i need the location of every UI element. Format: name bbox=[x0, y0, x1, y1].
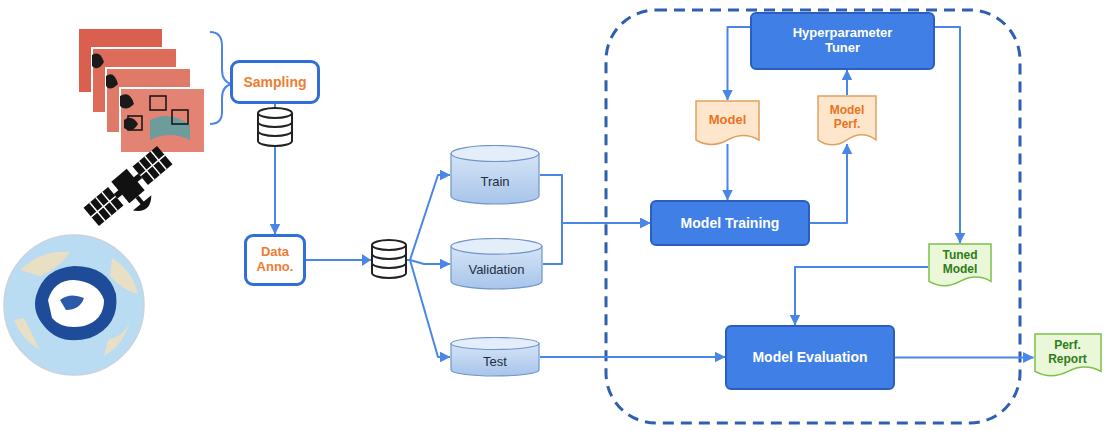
document-shape: Model Perf. bbox=[817, 95, 877, 151]
satellite-icon bbox=[82, 144, 183, 239]
database-icon bbox=[372, 240, 406, 278]
process-box: Sampling bbox=[230, 60, 320, 104]
process-box: Data Anno. bbox=[244, 234, 306, 286]
flow-arrow bbox=[540, 175, 650, 223]
text-block: Perf. Report bbox=[1038, 339, 1098, 367]
flow-arrow bbox=[727, 144, 729, 200]
process-box: Hyperparameter Tuner bbox=[750, 12, 935, 70]
node-label: Train bbox=[480, 175, 509, 190]
text-block: Sampling bbox=[243, 74, 306, 90]
cylinder-top bbox=[451, 146, 539, 162]
flow-arrow bbox=[935, 27, 960, 243]
document-shape: Model bbox=[695, 100, 760, 150]
node-label: Model bbox=[709, 113, 747, 128]
dashed-region bbox=[606, 10, 1020, 423]
node-label: Tuned Model bbox=[932, 249, 988, 277]
flow-arrow bbox=[846, 70, 848, 95]
flow-arrow bbox=[895, 357, 1034, 359]
process-box: Model Evaluation bbox=[725, 325, 895, 390]
document-shape: Tuned Model bbox=[928, 243, 992, 291]
flow-arrow bbox=[540, 356, 725, 358]
text-block: Validation bbox=[468, 263, 524, 278]
document-body bbox=[929, 244, 991, 286]
text-block: Train bbox=[480, 175, 509, 190]
dataset-cylinder: Train bbox=[450, 145, 540, 205]
node-label: Sampling bbox=[243, 74, 306, 90]
text-block: Hyperparameter Tuner bbox=[784, 26, 902, 56]
node-label: Validation bbox=[468, 263, 524, 278]
text-block: Model Perf. bbox=[821, 104, 873, 132]
flow-arrow bbox=[543, 223, 650, 264]
node-label: Model Evaluation bbox=[752, 349, 867, 365]
globe-illustration bbox=[4, 235, 144, 375]
node-label: Model Perf. bbox=[821, 104, 873, 132]
node-label: Test bbox=[483, 355, 507, 370]
document-shape: Perf. Report bbox=[1034, 333, 1102, 381]
text-block: Model Evaluation bbox=[752, 349, 867, 365]
document-body bbox=[1035, 334, 1101, 376]
text-block: Model Training bbox=[681, 215, 780, 231]
cylinder-top bbox=[451, 338, 539, 350]
flow-arrow bbox=[795, 267, 928, 325]
node-label: Hyperparameter Tuner bbox=[784, 26, 902, 56]
flow-arrow bbox=[306, 175, 450, 260]
document-body bbox=[696, 101, 759, 145]
flow-arrow bbox=[728, 27, 751, 100]
database-icon bbox=[258, 108, 292, 146]
document-body bbox=[818, 96, 876, 145]
flow-arrow bbox=[810, 144, 847, 223]
image-stack bbox=[78, 28, 205, 153]
text-block: Test bbox=[483, 355, 507, 370]
node-label: Data Anno. bbox=[253, 245, 297, 275]
dataset-cylinder: Validation bbox=[450, 238, 543, 290]
node-label: Perf. Report bbox=[1038, 339, 1098, 367]
arrow-head bbox=[362, 254, 371, 266]
text-block: Tuned Model bbox=[932, 249, 988, 277]
text-block: Data Anno. bbox=[253, 245, 297, 275]
cylinder-top bbox=[451, 239, 542, 255]
bracket bbox=[210, 32, 232, 124]
process-box: Model Training bbox=[650, 200, 810, 246]
node-label: Model Training bbox=[681, 215, 780, 231]
dataset-cylinder: Test bbox=[450, 337, 540, 377]
text-block: Model bbox=[709, 113, 747, 128]
